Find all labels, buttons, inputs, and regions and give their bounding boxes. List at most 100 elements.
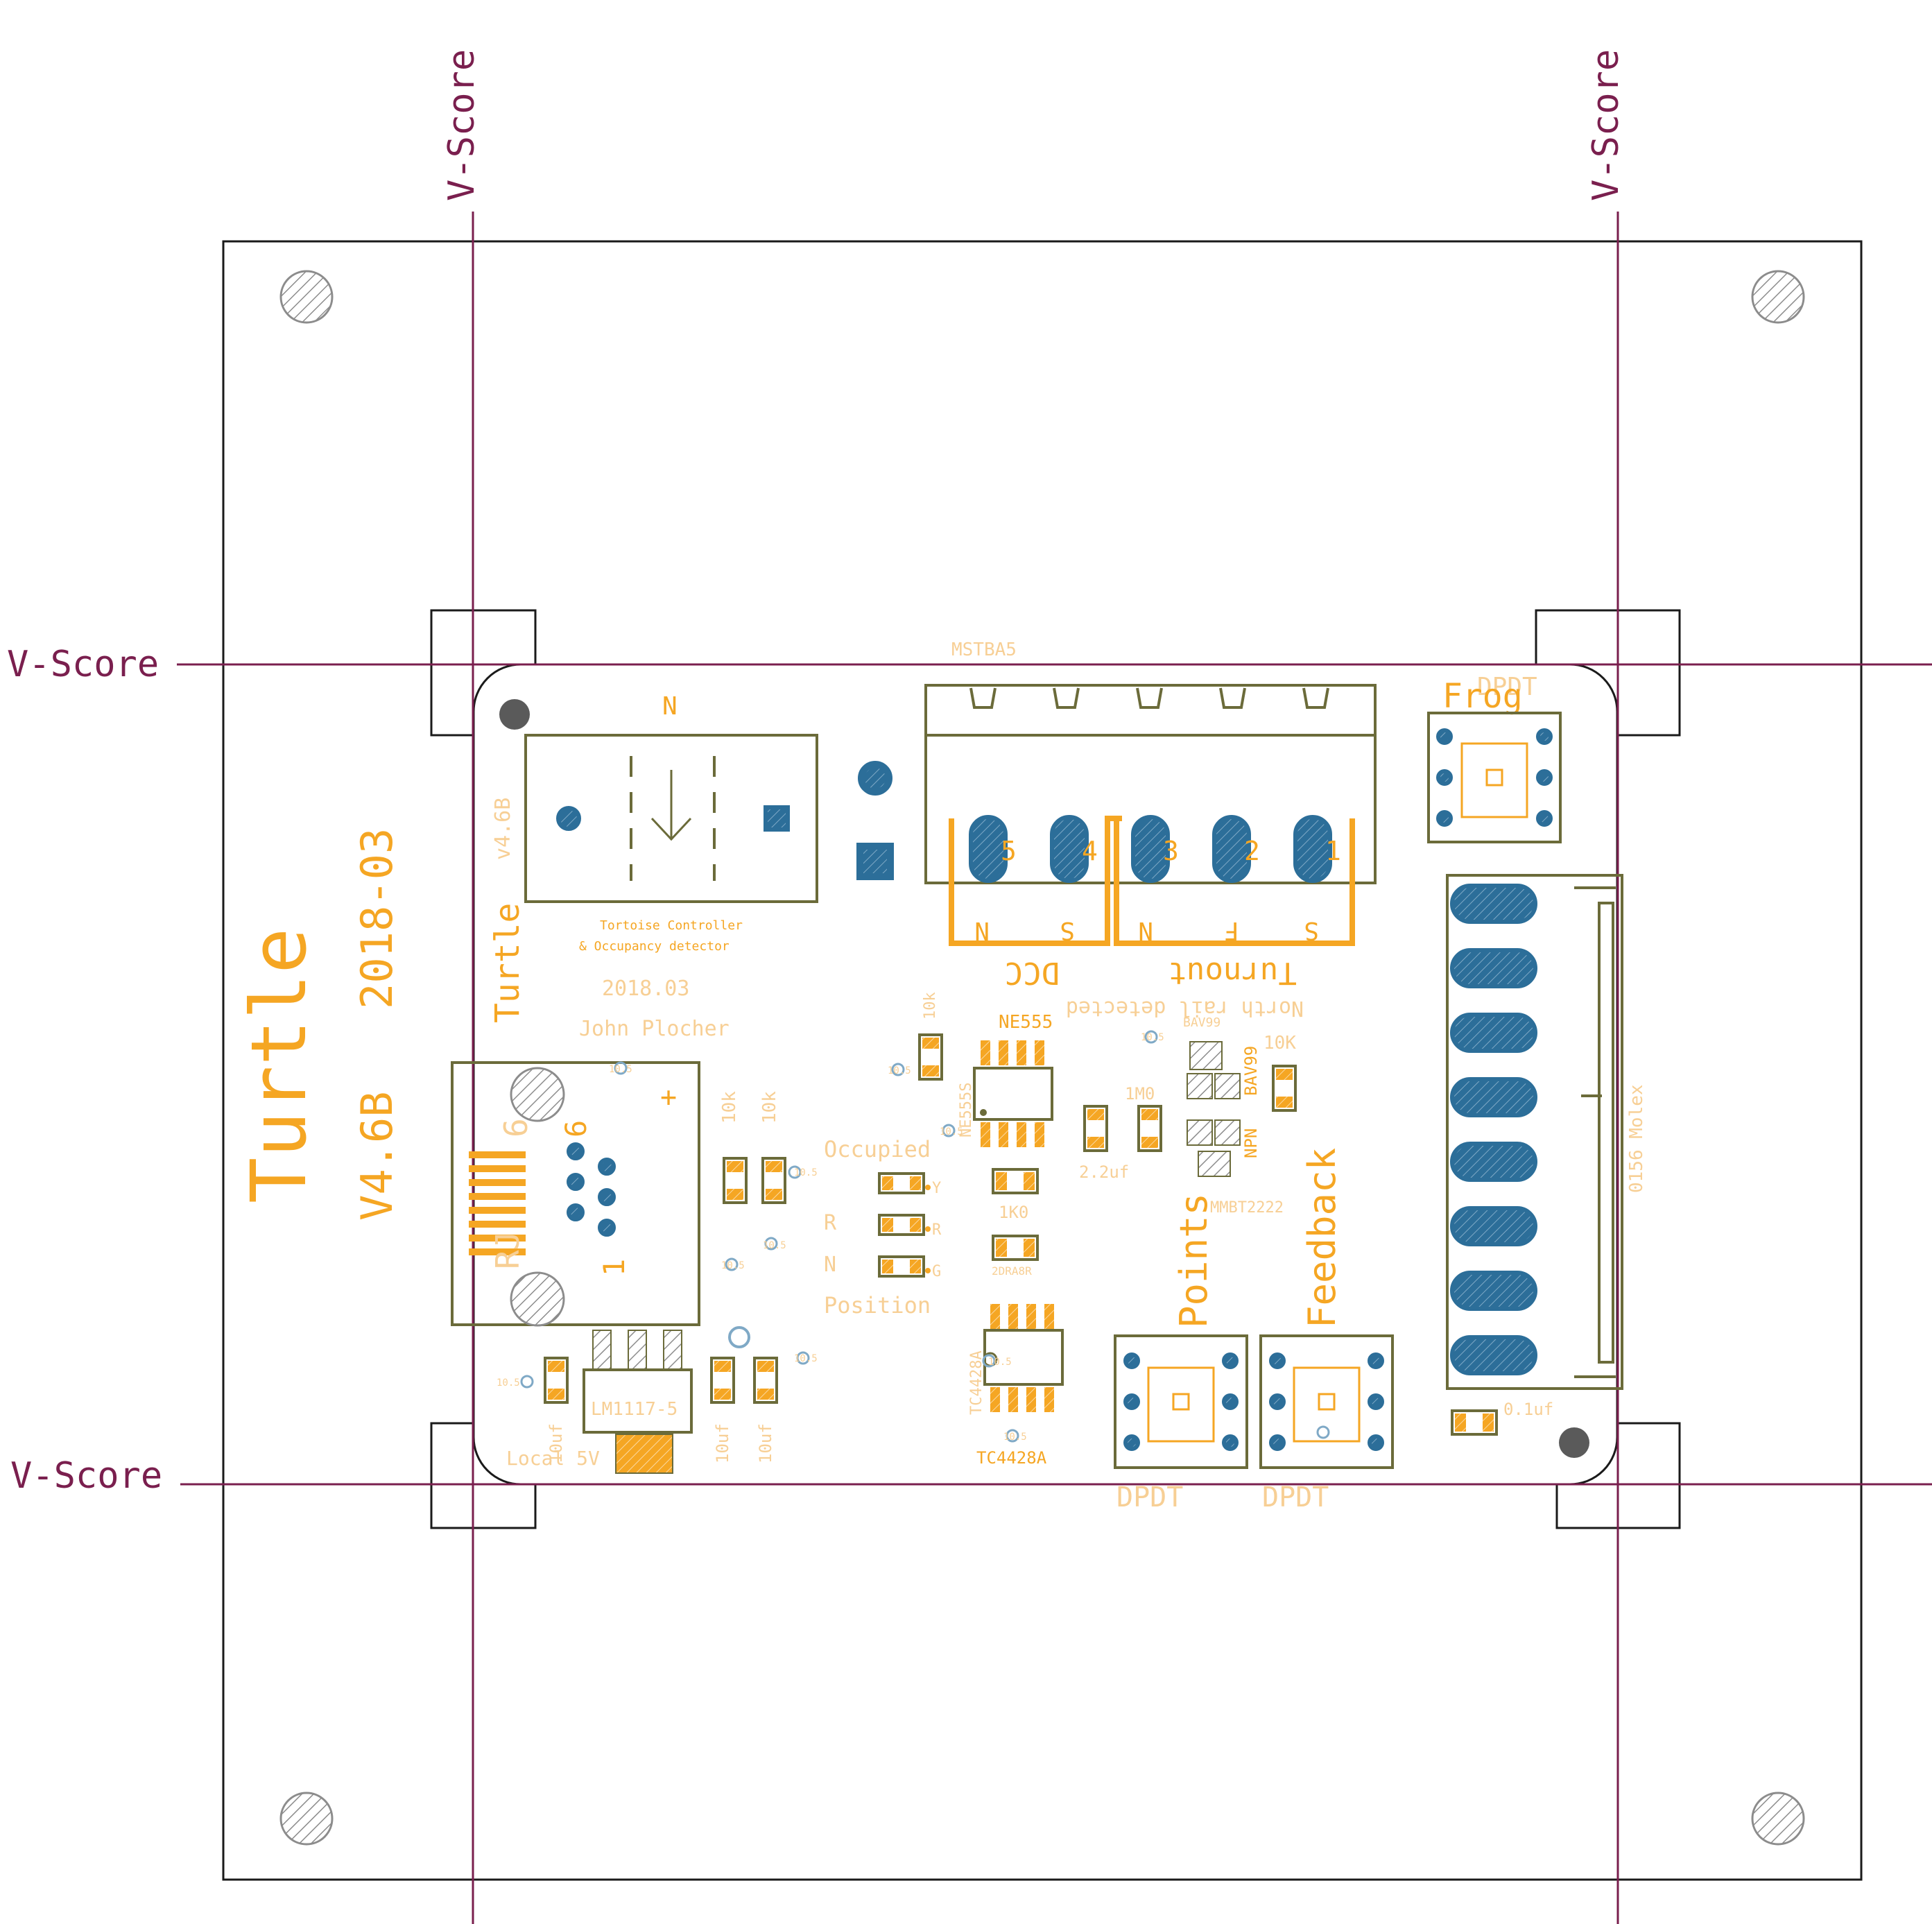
occupied-label: Occupied — [824, 1136, 931, 1162]
fiducial — [499, 699, 530, 730]
via-label: 10.5 — [888, 1065, 911, 1076]
rj-hole — [510, 1067, 565, 1122]
r10k-label: 10K — [1263, 1033, 1296, 1054]
c22uf-label: 2.2uf — [1079, 1162, 1129, 1182]
panel-frame — [222, 240, 1863, 1881]
vscore-labels: V-Score V-Score V-Score V-Score — [7, 49, 1627, 1497]
npn-label: NPN — [1241, 1128, 1261, 1158]
transistors: BAV99 BAV99 NPN MMBT2222 — [1183, 1015, 1284, 1217]
via-large — [728, 1326, 750, 1348]
via-label: 10.5 — [763, 1240, 786, 1251]
frog-pads — [1436, 728, 1553, 827]
turnout-label: Turnout — [1168, 955, 1297, 990]
relay-arrow — [650, 770, 692, 841]
term-label-s1: S — [1060, 916, 1075, 945]
tc4428a-top-label: 2DRA8R — [992, 1264, 1032, 1278]
via-label: 10.5 — [609, 1064, 632, 1075]
tc4428a-pins — [990, 1304, 1054, 1412]
via — [520, 1375, 534, 1389]
cap01uf-label: 0.1uf — [1503, 1400, 1553, 1419]
via — [1144, 1030, 1158, 1044]
via-label: 10.5 — [497, 1377, 520, 1389]
r10k-label: 10k — [759, 1091, 780, 1124]
relay-pad — [556, 806, 581, 831]
vscore-label-left-bottom: V-Score — [10, 1455, 162, 1497]
molex-pad — [1450, 884, 1537, 924]
via — [614, 1061, 628, 1075]
terminal-numbers: 5 4 3 2 1 — [1001, 836, 1341, 866]
smd-pad-fills — [548, 1038, 1494, 1432]
vscore-label-left-top: V-Score — [7, 644, 159, 685]
via-label: 10.5 — [988, 1357, 1012, 1368]
position-label: Position — [824, 1292, 931, 1319]
via — [982, 1354, 996, 1368]
dcc-label: DCC — [1005, 955, 1060, 990]
feedback-actuator — [1293, 1366, 1361, 1443]
via — [764, 1237, 778, 1251]
bav99-small: BAV99 — [1183, 1015, 1221, 1030]
ne555-side-label: NE555S — [958, 1083, 975, 1137]
term-label-f: F — [1224, 916, 1239, 945]
vscore-label-top-left: V-Score — [441, 49, 483, 201]
terminal-pad — [1293, 815, 1332, 883]
rj-jack: RJ 6 6 1 + — [451, 1061, 700, 1327]
ne555-pins — [981, 1040, 1044, 1147]
r1m0-label: 1M0 — [1125, 1084, 1155, 1103]
cap10uf-label: 10uf — [713, 1423, 732, 1463]
frog-knob — [1485, 768, 1503, 787]
reg-body — [583, 1368, 693, 1434]
small-vias — [520, 1030, 1330, 1443]
led-r-label: R — [932, 1221, 942, 1239]
regulator: LM1117-5 Local 5V — [506, 1330, 693, 1474]
term-label-n1: N — [974, 916, 990, 945]
via-label: 10.5 — [794, 1353, 818, 1364]
dpdt-feedback-label: DPDT — [1262, 1481, 1329, 1513]
points-actuator — [1147, 1366, 1215, 1443]
tc4428a-label: TC4428A — [976, 1448, 1047, 1468]
molex-pad — [1450, 1335, 1537, 1375]
molex-pad — [1450, 1077, 1537, 1117]
rj-pin6b: 6 — [559, 1120, 593, 1137]
fiducial — [1559, 1427, 1589, 1458]
author: John Plocher — [579, 1017, 730, 1041]
board-date: 2018.03 — [602, 977, 689, 1001]
tab-top-right — [1535, 609, 1681, 737]
relay-label: N — [662, 692, 678, 721]
tab-bottom-left — [430, 1422, 537, 1529]
panel-mounting-holes — [279, 270, 1805, 1846]
frog-label: Frog — [1442, 677, 1523, 716]
terminal-pad — [969, 815, 1008, 883]
terminal-part-label: MSTBA5 — [951, 639, 1017, 660]
rj-hole — [510, 1271, 565, 1327]
molex-pad — [1450, 1142, 1537, 1182]
reg-pin — [628, 1330, 647, 1370]
left-n-label: N — [824, 1253, 836, 1277]
terminal-number: 4 — [1082, 836, 1098, 866]
terminal-labels: N S N F S — [974, 916, 1319, 945]
rj-pin1: 1 — [597, 1259, 631, 1276]
cap10uf-label: 10uf — [756, 1423, 775, 1463]
rj-pin6: 6 — [497, 1118, 535, 1137]
tab-bottom-right — [1555, 1422, 1681, 1529]
rj-plus: + — [660, 1081, 677, 1113]
panel-silkscreen: Turtle 2018-03 V4.6B — [234, 828, 402, 1221]
molex-pads — [1450, 884, 1537, 1375]
reg-label: LM1117-5 — [591, 1399, 678, 1420]
relay-body — [524, 734, 818, 903]
dpdt-points-label: DPDT — [1116, 1481, 1183, 1513]
via — [858, 761, 892, 796]
via — [796, 1351, 810, 1365]
points-pads — [1123, 1352, 1239, 1451]
reg-tab — [615, 1434, 673, 1474]
molex-pad — [1450, 1271, 1537, 1311]
molex-pad — [1450, 1206, 1537, 1246]
version-vertical: V4.6B — [352, 1091, 402, 1221]
frog-part-label: DPDT — [1477, 673, 1537, 701]
points-switch: Points DPDT — [1114, 1193, 1248, 1513]
ne555-pin1-dot — [980, 1109, 987, 1116]
ne555-top-label: NE555 — [999, 1012, 1053, 1033]
terminal-notches — [969, 687, 1329, 709]
relay: N v4.6B Turtle Tortoise Controller & Occ… — [488, 692, 818, 1041]
date-vertical: 2018-03 — [352, 828, 402, 1009]
small-version: v4.6B — [491, 798, 515, 860]
